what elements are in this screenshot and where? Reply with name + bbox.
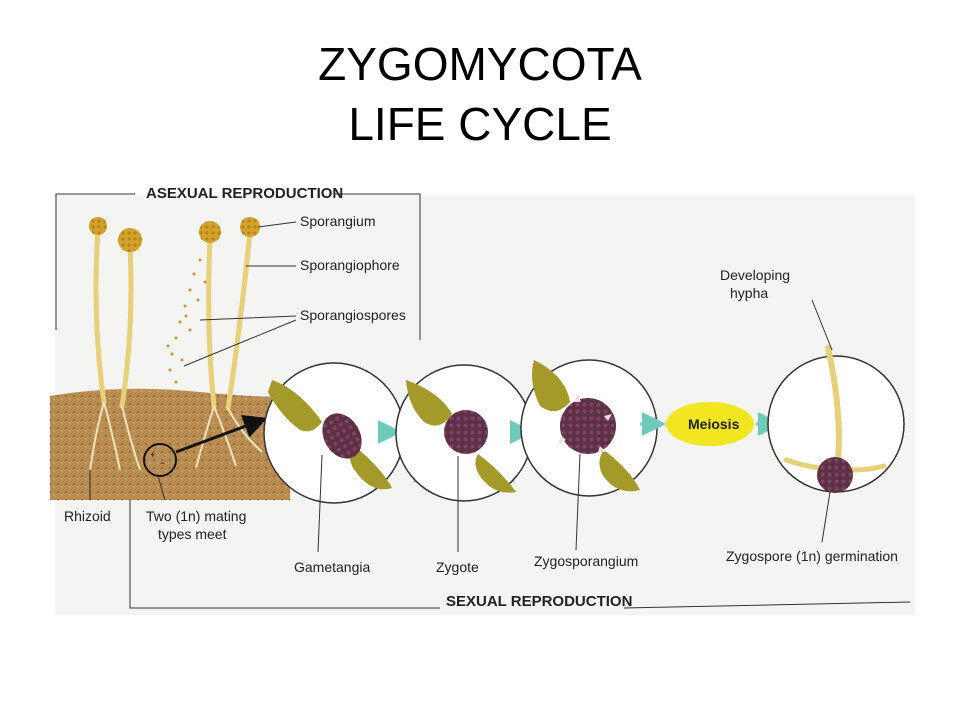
zoom-arrow <box>175 415 268 454</box>
stage-zygosporangium <box>520 359 658 497</box>
label-hypha-line1: Developing <box>720 267 790 283</box>
page-title-line1: ZYGOMYCOTA <box>318 38 642 90</box>
label-mating-line1: Two (1n) mating <box>146 508 246 524</box>
page-title-line2: LIFE CYCLE <box>348 98 612 150</box>
label-rhizoid: Rhizoid <box>64 508 111 524</box>
leader-sporangium <box>257 221 297 228</box>
sporangium-1 <box>89 217 107 235</box>
meiosis-oval <box>666 402 754 446</box>
soil <box>50 388 290 500</box>
asexual-heading: ASEXUAL REPRODUCTION <box>146 185 343 202</box>
label-mating-line2: types meet <box>158 526 227 542</box>
leader-zygosporangium <box>575 453 581 551</box>
sporangium-3 <box>199 221 221 243</box>
label-sporangiophore: Sporangiophore <box>300 257 400 273</box>
leader-germination <box>821 491 831 543</box>
sporangium-4 <box>240 217 260 237</box>
released-spores <box>166 258 207 384</box>
svg-text:+: + <box>150 450 155 460</box>
magnify-circle <box>143 443 177 477</box>
asexual-bracket <box>55 193 421 340</box>
label-gametangia: Gametangia <box>294 559 370 575</box>
label-germination: Zygospore (1n) germination <box>726 548 898 564</box>
sporangium-2 <box>118 228 142 252</box>
life-cycle-diagram: ASEXUAL REPRODUCTION Sporangium Sporangi… <box>50 185 915 615</box>
svg-text:−: − <box>160 458 165 468</box>
stage-zygote <box>395 364 533 502</box>
stage-germination <box>767 345 905 493</box>
leader-gametangia <box>317 454 323 553</box>
sexual-heading: SEXUAL REPRODUCTION <box>446 593 632 610</box>
label-meiosis: Meiosis <box>688 416 740 432</box>
sporangia <box>89 217 260 252</box>
stage-gametangia <box>263 362 405 504</box>
label-zygote: Zygote <box>436 559 479 575</box>
leader-hypha <box>811 299 833 351</box>
label-zygosporangium: Zygosporangium <box>534 553 638 569</box>
leader-mating <box>157 475 166 501</box>
sporangiophores <box>93 227 253 411</box>
label-sporangiospores: Sporangiospores <box>300 307 406 323</box>
label-hypha-line2: hypha <box>730 285 768 301</box>
leader-sporangiospores <box>183 315 297 367</box>
sexual-bracket <box>129 500 911 609</box>
label-sporangium: Sporangium <box>300 213 376 229</box>
